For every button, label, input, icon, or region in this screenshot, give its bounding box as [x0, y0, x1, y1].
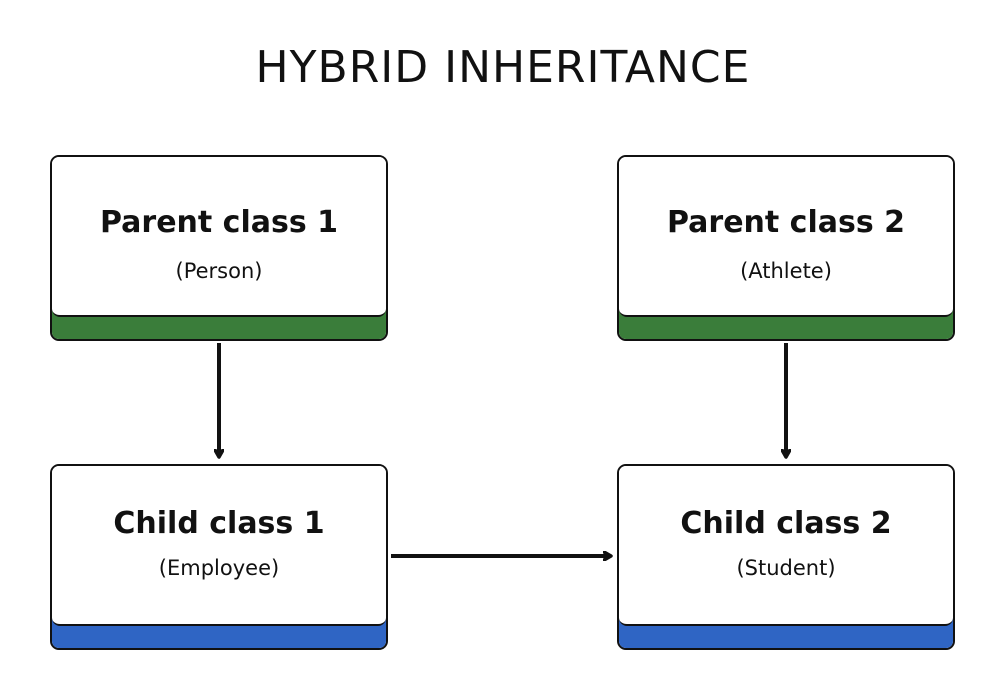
parent-class-2-subtitle: (Athlete): [740, 259, 832, 283]
child-class-1-box: Child class 1 (Employee): [50, 464, 388, 650]
child-class-2-subtitle: (Student): [736, 556, 836, 580]
parent-class-1-name: Parent class 1: [99, 205, 339, 240]
parent-class-1-subtitle: (Person): [175, 259, 263, 283]
child-class-1-subtitle: (Employee): [158, 556, 280, 580]
child-class-1-face: Child class 1 (Employee): [52, 466, 386, 626]
parent-class-1-face: Parent class 1 (Person): [52, 157, 386, 317]
child-class-2-box: Child class 2 (Student): [617, 464, 955, 650]
parent-class-2-name: Parent class 2: [666, 205, 906, 240]
child-class-2-face: Child class 2 (Student): [619, 466, 953, 626]
parent-class-1-box: Parent class 1 (Person): [50, 155, 388, 341]
child-class-1-name: Child class 1: [113, 506, 325, 541]
parent-class-2-box: Parent class 2 (Athlete): [617, 155, 955, 341]
child-class-2-name: Child class 2: [680, 506, 892, 541]
diagram-title: HYBRID INHERITANCE: [255, 42, 751, 93]
parent-class-2-face: Parent class 2 (Athlete): [619, 157, 953, 317]
